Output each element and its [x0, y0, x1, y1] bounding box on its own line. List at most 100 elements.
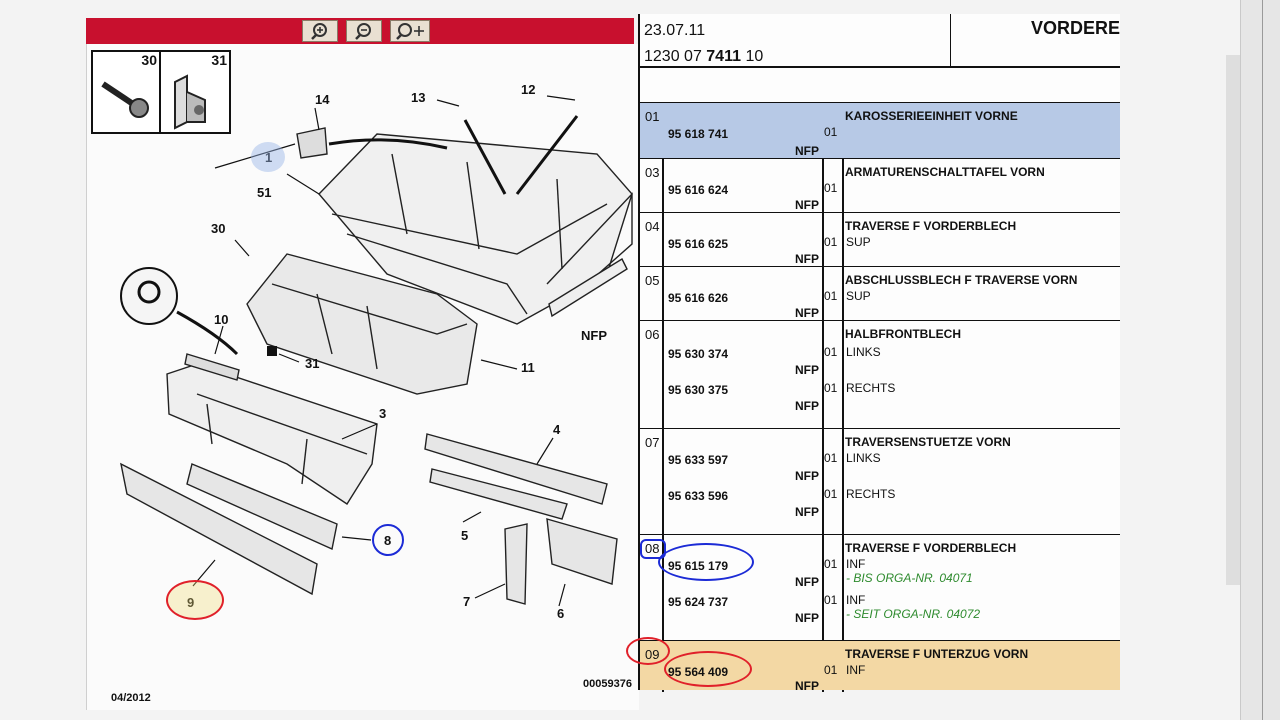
callout-10[interactable]: 10 — [214, 312, 229, 327]
parts-list-panel: 23.07.11 1230 07 7411 10 VORDERE 01 95 6… — [626, 14, 1120, 693]
part-description: ABSCHLUSSBLECH F TRAVERSE VORN — [845, 273, 1078, 287]
part-variant: INF — [846, 557, 866, 571]
callout-14[interactable]: 14 — [315, 92, 330, 107]
blue-circle-marker — [372, 524, 404, 556]
quantity: 01 — [824, 289, 838, 303]
quantity: 01 — [824, 235, 838, 249]
column-divider — [842, 102, 844, 692]
blue-circle-marker — [640, 539, 666, 559]
quantity: 01 — [824, 663, 838, 677]
part-number[interactable]: 95 630 374 — [668, 347, 729, 361]
part-number[interactable]: 95 630 375 — [668, 383, 729, 397]
clip-nut-icon — [174, 74, 206, 130]
nfp-flag: NFP — [795, 144, 819, 158]
thumbnail-31[interactable]: 31 — [159, 50, 231, 134]
table-row[interactable]: 08 TRAVERSE F VORDERBLECH 95 615 179 01 … — [640, 534, 1120, 640]
bolt-icon — [101, 81, 149, 118]
callout-30[interactable]: 30 — [211, 221, 226, 236]
nfp-flag: NFP — [795, 611, 819, 625]
part-number[interactable]: 95 616 626 — [668, 291, 729, 305]
table-row[interactable]: 07 TRAVERSENSTUETZE VORN 95 633 597 01 L… — [640, 428, 1120, 534]
zoom-pan-icon — [396, 23, 424, 40]
position-number: 07 — [645, 435, 660, 450]
thumbnail-number: 30 — [141, 52, 157, 68]
nfp-flag: NFP — [795, 198, 819, 212]
callout-6[interactable]: 6 — [557, 606, 565, 621]
section-title: VORDERE — [1030, 18, 1120, 38]
callout-nfp[interactable]: NFP — [581, 328, 607, 343]
callout-31[interactable]: 31 — [305, 356, 320, 371]
quantity: 01 — [824, 345, 838, 359]
reference-prefix: 1230 07 — [644, 48, 707, 65]
nfp-flag: NFP — [795, 252, 819, 266]
table-row[interactable]: 05 95 616 626 01 NFP ABSCHLUSSBLECH F TR… — [640, 266, 1120, 320]
quantity: 01 — [824, 181, 838, 195]
column-divider — [822, 102, 824, 692]
variant-note: - SEIT ORGA-NR. 04072 — [846, 607, 981, 621]
parts-catalog-screen: 30 31 — [0, 0, 1240, 720]
callout-1[interactable]: 1 — [265, 150, 273, 165]
exploded-view-drawing[interactable]: 30 31 — [86, 44, 639, 710]
callout-11[interactable]: 11 — [521, 360, 535, 375]
table-row[interactable]: 06 HALBFRONTBLECH 95 630 374 01 LINKS NF… — [640, 320, 1120, 428]
position-number: 03 — [645, 165, 660, 180]
part-variant: SUP — [846, 235, 871, 249]
part-variant: INF — [846, 663, 866, 677]
quantity: 01 — [824, 125, 838, 139]
position-number: 04 — [645, 219, 660, 234]
zoom-out-icon — [355, 23, 371, 40]
part-variant: LINKS — [846, 345, 881, 359]
zoom-pan-button[interactable] — [390, 20, 430, 42]
part-number[interactable]: 95 618 741 — [668, 127, 729, 141]
callout-12[interactable]: 12 — [521, 82, 536, 97]
table-row[interactable]: 03 95 616 624 01 NFP ARMATURENSCHALTTAFE… — [640, 158, 1120, 212]
part-description: TRAVERSE F VORDERBLECH — [845, 219, 1017, 233]
table-row[interactable]: 01 95 618 741 01 NFP KAROSSERIEEINHEIT V… — [640, 102, 1120, 158]
window-divider — [1262, 0, 1263, 720]
highlight-marker — [251, 142, 285, 172]
zoom-in-button[interactable] — [302, 20, 338, 42]
part-number[interactable]: 95 624 737 — [668, 595, 729, 609]
nfp-flag: NFP — [795, 363, 819, 377]
red-circle-marker — [664, 651, 752, 687]
zoom-out-button[interactable] — [346, 20, 382, 42]
part-description: KAROSSERIEEINHEIT VORNE — [845, 109, 1018, 123]
part-number[interactable]: 95 616 625 — [668, 237, 729, 251]
part-description: HALBFRONTBLECH — [845, 327, 961, 341]
nfp-flag: NFP — [795, 399, 819, 413]
catalog-date: 23.07.11 — [644, 22, 706, 39]
zoom-in-icon — [311, 23, 327, 40]
red-circle-marker — [166, 580, 224, 620]
part-description: TRAVERSENSTUETZE VORN — [845, 435, 1011, 449]
part-variant: LINKS — [846, 451, 881, 465]
part-description: TRAVERSE F UNTERZUG VORN — [845, 647, 1029, 661]
callout-3[interactable]: 3 — [379, 406, 387, 421]
position-number: 08 — [645, 541, 660, 556]
part-number[interactable]: 95 633 597 — [668, 453, 729, 467]
callout-7[interactable]: 7 — [463, 594, 471, 609]
part-description: ARMATURENSCHALTTAFEL VORN — [845, 165, 1045, 179]
callout-5[interactable]: 5 — [461, 528, 469, 543]
table-row[interactable]: 04 95 616 625 01 NFP TRAVERSE F VORDERBL… — [640, 212, 1120, 266]
part-variant: SUP — [846, 289, 871, 303]
position-number: 01 — [645, 109, 660, 124]
quantity: 01 — [824, 487, 838, 501]
parts-illustration — [120, 95, 633, 607]
table-row[interactable]: 09 TRAVERSE F UNTERZUG VORN 95 564 409 0… — [626, 637, 1120, 693]
drawing-toolbar — [86, 18, 634, 44]
quantity: 01 — [824, 451, 838, 465]
header-divider — [950, 14, 951, 66]
part-number[interactable]: 95 633 596 — [668, 489, 729, 503]
part-number[interactable]: 95 616 624 — [668, 183, 729, 197]
reference-group: 7411 — [706, 48, 741, 65]
quantity: 01 — [824, 593, 838, 607]
callout-4[interactable]: 4 — [553, 422, 561, 437]
position-number: 05 — [645, 273, 660, 288]
background-window — [1240, 0, 1280, 720]
callout-51[interactable]: 51 — [257, 185, 272, 200]
reference-suffix: 10 — [741, 48, 764, 65]
part-variant: INF — [846, 593, 866, 607]
catalog-reference: 1230 07 7411 10 — [644, 48, 763, 66]
scrollbar[interactable] — [1226, 55, 1240, 585]
callout-13[interactable]: 13 — [411, 90, 426, 105]
